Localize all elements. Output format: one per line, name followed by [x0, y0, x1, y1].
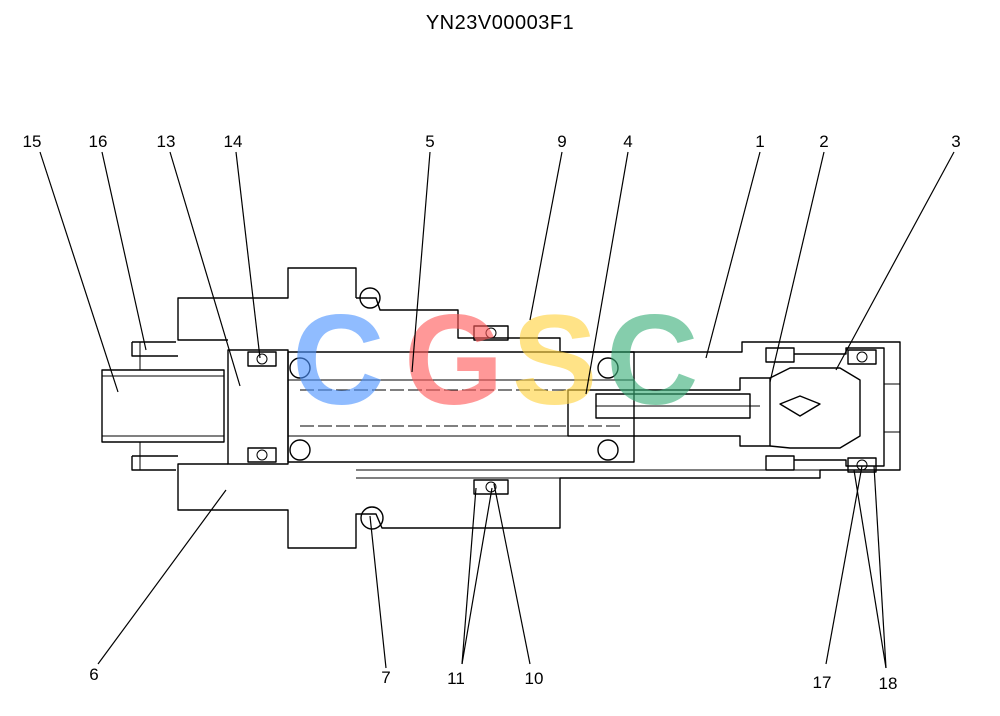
callout-6: 6 [89, 665, 98, 684]
watermark-letter: G [404, 289, 504, 432]
callout-3: 3 [951, 132, 960, 151]
callout-17: 17 [813, 673, 832, 692]
piston-poppet [567, 367, 861, 449]
callout-4: 4 [623, 132, 632, 151]
callout-14: 14 [224, 132, 243, 151]
callout-18: 18 [879, 674, 898, 693]
callout-labels: 15 16 13 14 5 9 4 1 2 3 6 7 11 10 17 18 [23, 132, 961, 693]
adjuster-screw [101, 341, 225, 471]
callout-2: 2 [819, 132, 828, 151]
valve-end [765, 347, 900, 473]
cgsc-watermark: C G S C [292, 289, 698, 432]
watermark-letter: S [512, 289, 597, 432]
callout-15: 15 [23, 132, 42, 151]
o-rings [359, 287, 509, 530]
callout-16: 16 [89, 132, 108, 151]
leader-lines [39, 151, 955, 669]
callout-9: 9 [557, 132, 566, 151]
callout-5: 5 [425, 132, 434, 151]
diagram-title: YN23V00003F1 [425, 12, 575, 34]
watermark-letter: C [606, 289, 698, 432]
callout-11: 11 [447, 669, 465, 688]
callout-1: 1 [755, 132, 764, 151]
callout-13: 13 [157, 132, 176, 151]
callout-10: 10 [525, 669, 544, 688]
housing [177, 267, 901, 549]
callout-7: 7 [381, 668, 390, 687]
plug [227, 349, 289, 465]
watermark-letter: C [292, 289, 384, 432]
